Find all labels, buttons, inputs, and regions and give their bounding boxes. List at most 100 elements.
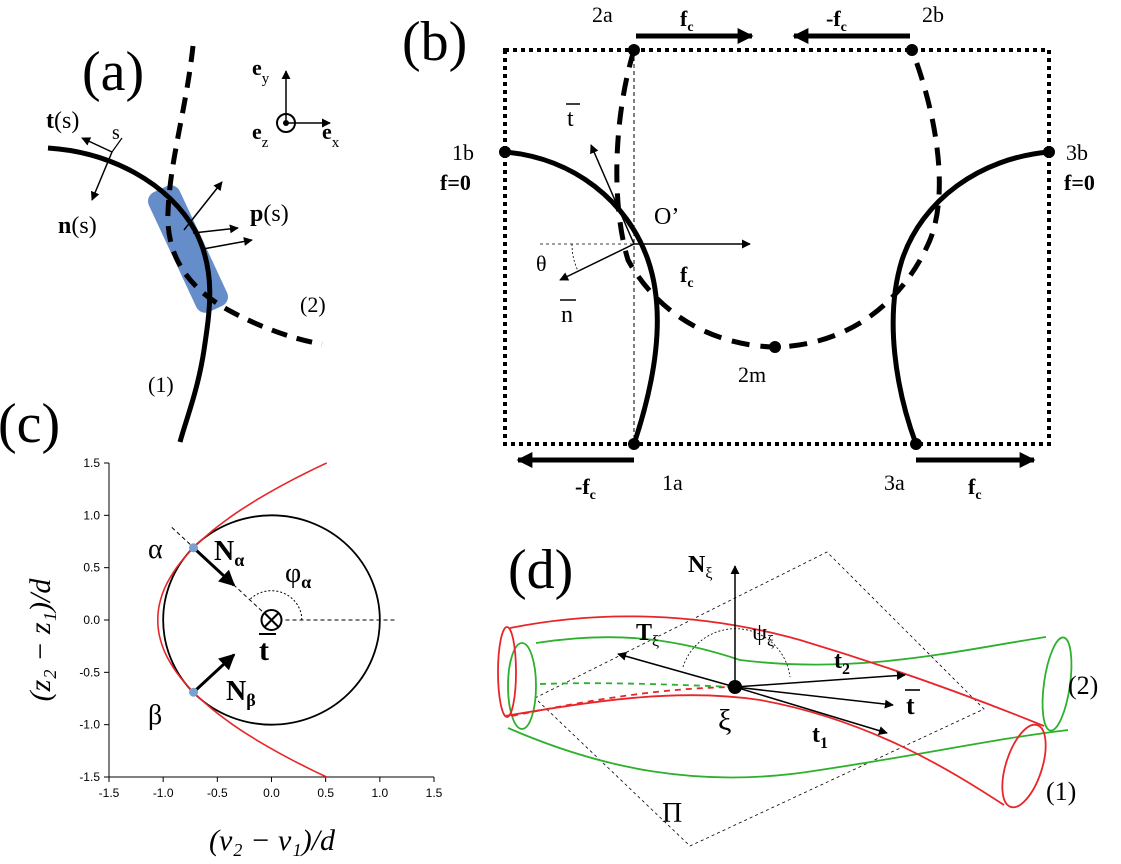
- label-O-prime: O’: [654, 204, 679, 230]
- phi-alpha-label: φα: [285, 558, 311, 592]
- node-2b: [906, 44, 918, 56]
- curve-2-label: (2): [300, 292, 326, 317]
- panel-d-label: (d): [508, 539, 573, 601]
- tube-2-hidden-edge: [539, 682, 736, 688]
- contact-region: [147, 185, 229, 313]
- curve-1: [47, 145, 213, 443]
- fiber-3: [890, 149, 1050, 445]
- t-bar-label-d: t: [906, 691, 915, 720]
- ex-label: ex: [322, 119, 340, 151]
- T-xi-label: Tξ: [636, 620, 659, 650]
- y-tick-label: -1.0: [79, 718, 100, 732]
- p-s-label: p(s): [250, 201, 289, 227]
- alpha-radius-line: [171, 527, 272, 621]
- contact-point: [189, 543, 198, 553]
- t1-vector: [734, 686, 888, 735]
- ey-label: ey: [252, 55, 270, 87]
- tube-1-hidden-edge: [511, 686, 736, 717]
- ez-axis-dot: [283, 120, 289, 126]
- alpha-label: α: [148, 534, 163, 565]
- x-tick-label: -1.0: [153, 786, 174, 800]
- tube-2: [507, 636, 1073, 779]
- y-tick-label: -0.5: [79, 665, 100, 679]
- curve-1-label: (1): [148, 372, 174, 397]
- x-tick-label: -0.5: [207, 786, 228, 800]
- coordinate-frame: ey ez ex: [252, 55, 340, 151]
- t-s-label: t(s): [46, 108, 79, 134]
- p-vector-1: [183, 181, 223, 231]
- point-xi: [728, 680, 742, 694]
- theta-arc: [571, 243, 579, 272]
- t2-label: t2: [834, 648, 850, 678]
- N-alpha-label: Nα: [214, 536, 244, 570]
- label-n-bar: n: [561, 302, 573, 328]
- s-tick: [111, 137, 123, 153]
- x-tick-label: 0.0: [263, 786, 280, 800]
- y-tick-label: 1.5: [83, 456, 100, 470]
- node-2m: [769, 341, 781, 353]
- t-vector: [81, 137, 113, 153]
- contact-point: [189, 687, 198, 697]
- p-vector-2: [192, 224, 239, 234]
- label-2a: 2a: [592, 2, 613, 27]
- t2-vector: [734, 671, 906, 688]
- ez-label: ez: [252, 119, 269, 151]
- tube-2-label: (2): [1068, 671, 1098, 700]
- label-f0-left: f=0: [440, 170, 471, 195]
- label-1a: 1a: [662, 470, 683, 495]
- y-tick-label: 0.5: [83, 561, 100, 575]
- x-tick-label: 0.5: [317, 786, 334, 800]
- plane-pi: [534, 551, 985, 847]
- node-3b: [1043, 146, 1055, 158]
- periodic-box: [503, 48, 1051, 446]
- label-theta: θ: [536, 251, 547, 276]
- label-3b: 3b: [1066, 140, 1088, 165]
- label-2m: 2m: [738, 362, 766, 387]
- panel-b-label: (b): [402, 11, 467, 73]
- label-t-bar: t: [567, 106, 574, 132]
- cross-stroke: [263, 612, 280, 628]
- psi-arc: [682, 628, 791, 678]
- label-3a: 3a: [884, 470, 905, 495]
- node-3a: [910, 438, 922, 450]
- label-2b: 2b: [922, 2, 944, 27]
- plot-area: [156, 462, 397, 778]
- curve-2: [165, 45, 323, 347]
- label-mfc-bottom: -fc: [575, 474, 596, 503]
- y-tick-label: 0.0: [83, 613, 100, 627]
- fiber-2: [614, 49, 942, 350]
- contact-parabola: [156, 462, 328, 778]
- panel-a: (a) ey ez ex t(s) s n(s) p(s) (1) (2): [46, 41, 340, 443]
- label-fc-bottom: fc: [968, 474, 982, 503]
- x-axis-label: (v₂ − v₁)/d: [209, 824, 336, 857]
- t-bar-label-c: t: [259, 634, 269, 667]
- y-tick-label: 1.0: [83, 508, 100, 522]
- t-bar-vector-d: [734, 686, 894, 709]
- N-beta-arrow: [192, 653, 236, 694]
- y-tick-label: -1.5: [79, 770, 100, 784]
- t1-label: t1: [812, 722, 828, 752]
- n-bar-vector: [559, 243, 635, 281]
- n-s-label: n(s): [58, 213, 97, 239]
- tube-1-label: (1): [1046, 777, 1076, 806]
- label-mfc-top: -fc: [826, 6, 847, 35]
- label-fc-top: fc: [680, 6, 694, 35]
- t-bar-vector: [590, 144, 635, 245]
- N-xi-label: Nξ: [688, 552, 712, 582]
- x-tick-label: -1.5: [99, 786, 120, 800]
- fiber-1: [504, 149, 660, 445]
- node-2a: [628, 44, 640, 56]
- xi-label: ξ: [718, 704, 731, 737]
- plane-pi-label: Π: [662, 798, 682, 829]
- panel-b: (b) 2a 2b 1b 3b f=0 f=0: [402, 2, 1095, 503]
- tube-1: [497, 615, 1047, 809]
- panel-c-label: (c): [0, 393, 60, 455]
- N-beta-label: Nβ: [226, 676, 256, 710]
- T-xi-vector: [617, 651, 736, 688]
- x-tick-label: 1.0: [371, 786, 388, 800]
- y-axis-label: (z₂ − z₁)/d: [24, 578, 57, 702]
- beta-label: β: [148, 700, 162, 731]
- label-1b: 1b: [452, 140, 474, 165]
